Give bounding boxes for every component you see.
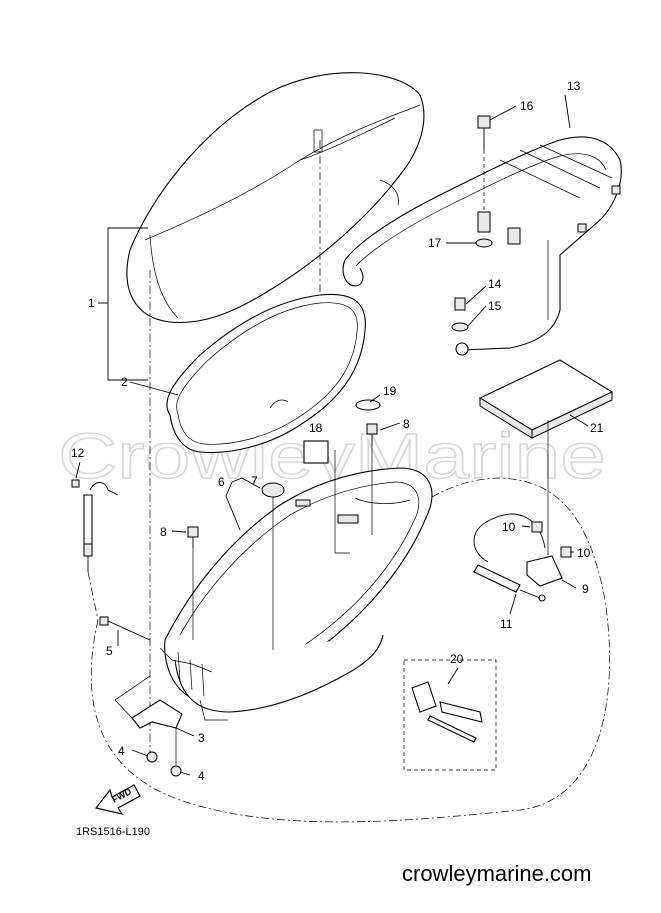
nut-right	[170, 765, 182, 777]
storage-box-drawing	[159, 467, 433, 721]
part-label-17: 17	[428, 236, 442, 250]
site-footer: crowleymarine.com	[402, 861, 592, 886]
part-label-6: 6	[218, 475, 225, 489]
part-label-8a: 8	[160, 525, 167, 539]
part-label-16: 16	[520, 99, 534, 113]
seat-lock-drawing	[473, 513, 572, 602]
assembly-outline	[90, 477, 610, 823]
carrier-bolt-drawing	[451, 297, 469, 332]
part-label-5: 5	[106, 644, 113, 658]
nut-left	[146, 751, 158, 763]
seal-drawing	[166, 293, 366, 454]
part-label-9: 9	[582, 582, 589, 596]
part-label-4a: 4	[118, 744, 125, 758]
part-label-10a: 10	[502, 520, 516, 534]
part-label-7: 7	[251, 474, 258, 488]
part-label-13: 13	[567, 79, 581, 93]
part-label-21: 21	[590, 421, 604, 435]
part-label-2: 2	[121, 375, 128, 389]
cable-clamp-drawing	[71, 479, 119, 572]
grommet-drawing	[261, 482, 285, 498]
part-label-4b: 4	[198, 769, 205, 783]
hinge-pin-drawing	[99, 616, 151, 641]
bolt-8-right-drawing	[366, 423, 378, 535]
bolt-8-left-drawing	[187, 526, 199, 640]
carrier-collar	[507, 227, 521, 245]
caution-label-drawing	[303, 440, 329, 464]
part-label-8b: 8	[403, 417, 410, 431]
fwd-arrow-icon: FWD	[94, 784, 141, 815]
seat-drawing	[126, 72, 425, 324]
hinge-bracket-drawing	[114, 675, 183, 729]
round-label-drawing	[355, 399, 381, 411]
owners-manual-drawing	[478, 359, 614, 439]
part-label-12: 12	[71, 446, 85, 460]
part-label-1: 1	[88, 296, 95, 310]
part-label-14: 14	[488, 277, 502, 291]
part-label-3: 3	[198, 731, 205, 745]
carrier-long-bolt-drawing	[475, 115, 493, 248]
part-label-10b: 10	[577, 546, 591, 560]
tool-kit-drawing	[403, 659, 497, 771]
leader-lines	[75, 94, 589, 776]
part-label-15: 15	[488, 299, 502, 313]
part-label-19: 19	[383, 384, 397, 398]
part-label-11: 11	[500, 617, 513, 631]
part-label-20: 20	[450, 652, 464, 666]
part-label-18: 18	[309, 421, 323, 435]
diagram-code: 1RS1516-L190	[76, 826, 150, 838]
